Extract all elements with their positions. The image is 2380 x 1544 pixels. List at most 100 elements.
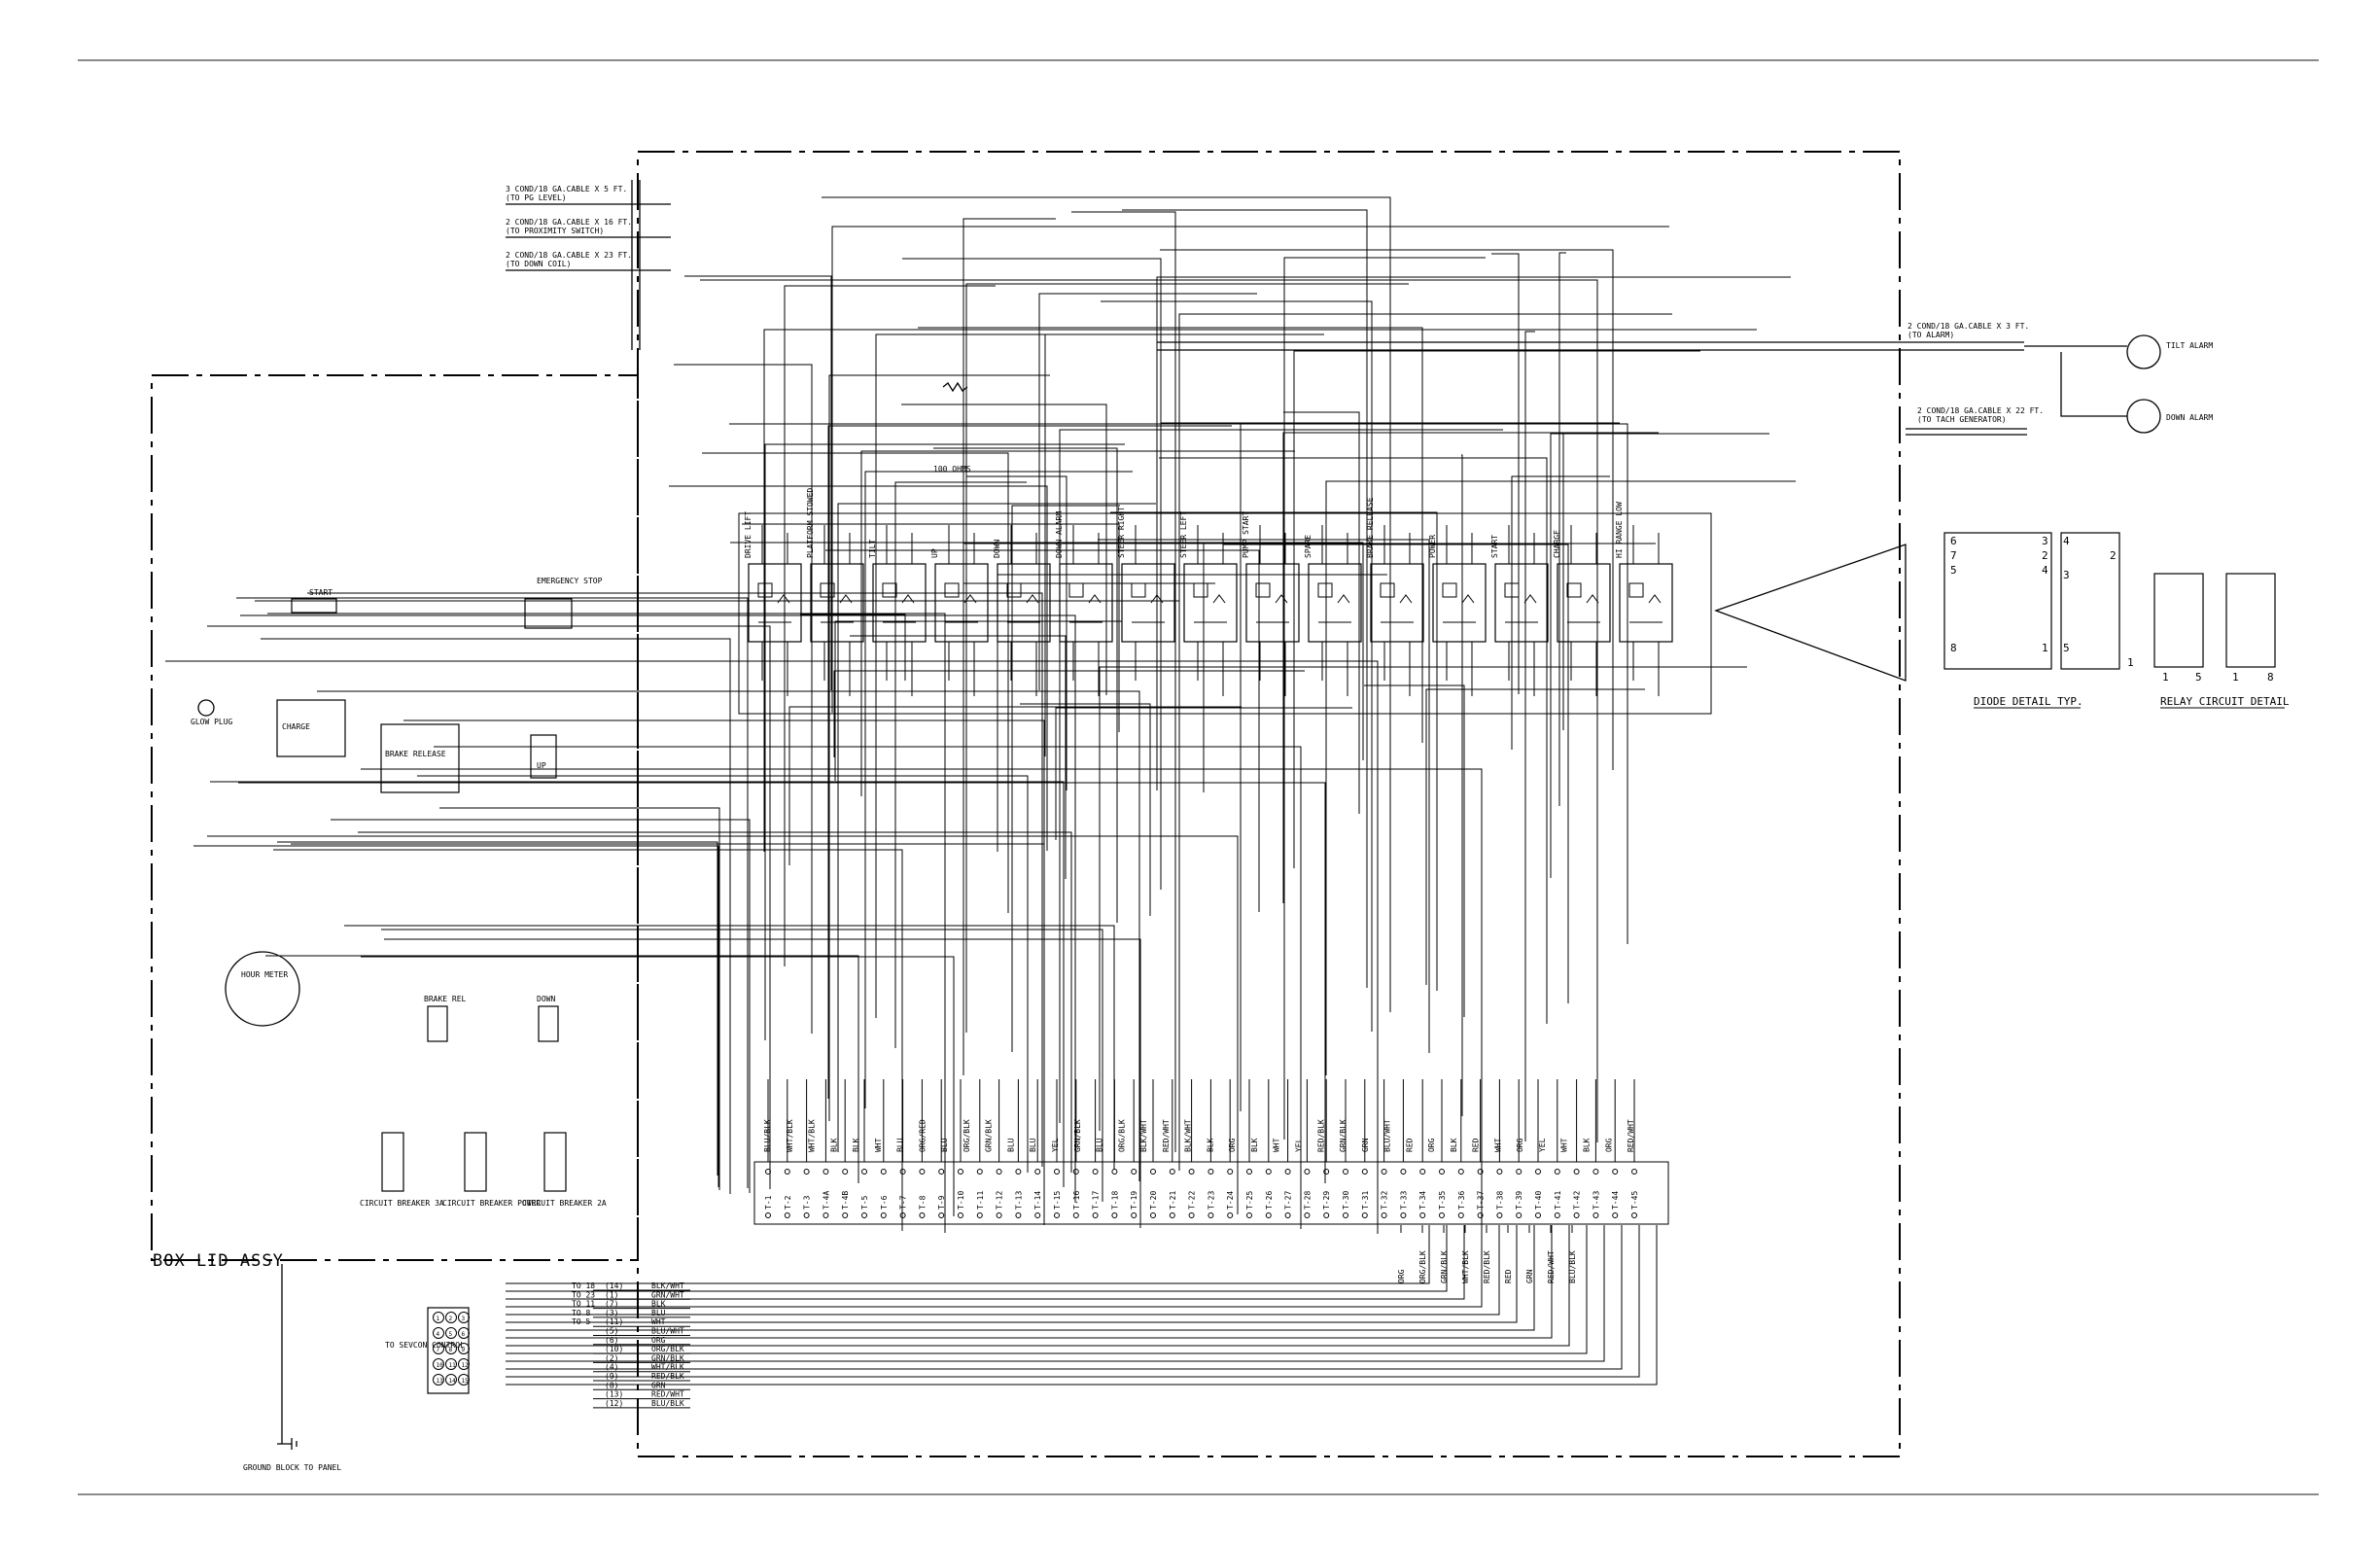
cable-3-line2: (TO DOWN COIL) [506, 260, 571, 268]
terminal-screw [1496, 1212, 1503, 1218]
pin-wire: BLU [651, 1309, 666, 1317]
relay-leads [1010, 525, 1037, 696]
wire [506, 1225, 1483, 1308]
wire [307, 592, 1043, 1167]
connector-pin [433, 1358, 444, 1370]
charge-relay [276, 699, 346, 757]
cable-leader-lines [506, 203, 671, 271]
terminal-wire-label: RED/BLK [1316, 1119, 1325, 1152]
relay [1432, 563, 1487, 643]
wire [837, 503, 1156, 1152]
wire [439, 807, 720, 1190]
diode-pin-label: 6 [1950, 535, 1957, 547]
wire [361, 768, 1483, 1226]
wire [1287, 432, 1564, 730]
pin-destination: TO 8 [572, 1309, 590, 1317]
connector-pin-number: 1 [437, 1316, 440, 1322]
connector-pin [445, 1358, 457, 1370]
relay-label: STEER LEFT [1179, 511, 1188, 558]
terminal-label: T-33 [1399, 1191, 1408, 1210]
terminal-wire-label: YEL [1294, 1138, 1303, 1152]
diode-detail-a [1943, 532, 2052, 670]
connector-pin-number: 5 [449, 1331, 453, 1338]
pin-number: (9) [605, 1372, 618, 1381]
terminal-screw [861, 1169, 867, 1175]
terminal-label: T-19 [1130, 1191, 1138, 1210]
terminal-screw [1111, 1169, 1118, 1175]
pin-number: (8) [605, 1381, 618, 1389]
terminal-screw [803, 1212, 810, 1218]
wire [506, 1225, 1570, 1347]
relay-pin-label: 1 [2232, 671, 2239, 684]
terminal-wire-label: RED [1472, 1138, 1481, 1152]
terminal-screw [938, 1212, 945, 1218]
breaker-power-label: CIRCUIT BREAKER POWER [442, 1199, 541, 1208]
relay-label: DRIVE LIFT [744, 511, 752, 558]
terminal-wire-label: GRN [1361, 1138, 1370, 1152]
connector-pin [445, 1312, 457, 1323]
terminal-screw [880, 1169, 887, 1175]
terminal-wire-label: RED [1504, 1269, 1513, 1283]
ground-icon [277, 1264, 298, 1450]
relay-detail-b [2225, 573, 2276, 668]
connector-pin-number: 14 [449, 1378, 457, 1385]
diode-pin-label: 4 [2063, 535, 2070, 547]
terminal-screw [919, 1212, 926, 1218]
wire [506, 1225, 1553, 1339]
terminal-label: T-34 [1418, 1191, 1427, 1210]
pin-wire: RED/WHT [651, 1390, 684, 1399]
terminal-screw [1304, 1169, 1311, 1175]
terminal-screw [1477, 1169, 1484, 1175]
wire [674, 364, 813, 1034]
wire [506, 1225, 1535, 1331]
terminal-screw [1015, 1212, 1022, 1218]
resistor-label: 100 OHMS [933, 465, 971, 474]
terminal-label: T-28 [1303, 1191, 1312, 1210]
relay [748, 563, 802, 643]
connector-pin-number: 13 [437, 1378, 444, 1385]
terminal-wire-label: ORG [1427, 1138, 1436, 1152]
terminal-screw [899, 1169, 906, 1175]
breaker-2a [543, 1132, 567, 1192]
wire [1283, 257, 1486, 1140]
connector-pin [458, 1374, 470, 1386]
terminal-wire-label: BLK [852, 1138, 860, 1152]
wire [434, 746, 1302, 1229]
wire [506, 1225, 1658, 1386]
wire [403, 719, 1045, 1202]
terminal-screw [958, 1212, 963, 1218]
wire [901, 404, 1107, 695]
diode-pin-label: 4 [2042, 564, 2048, 577]
terminal-label: T-2 [784, 1195, 792, 1210]
relay-label: BRAKE RELEASE [1366, 497, 1375, 558]
terminal-wire-label: BLK/WHT [1184, 1119, 1193, 1152]
wire [965, 283, 1409, 1033]
terminal-wire-label: BLU/BLK [1568, 1250, 1577, 1283]
diode-pin-label: 5 [2063, 642, 2070, 654]
diode-pin-label: 1 [2042, 642, 2048, 654]
alarms: TILT ALARM DOWN ALARM [2024, 334, 2213, 434]
wire [267, 613, 946, 1233]
circuit-breakers: CIRCUIT BREAKER 3A CIRCUIT BREAKER POWER… [360, 1132, 607, 1208]
terminal-label: T-9 [937, 1195, 946, 1210]
relay-label: POWER [1428, 535, 1437, 558]
terminal-screw [842, 1212, 849, 1218]
diode-pin-label: 2 [2042, 549, 2048, 562]
wire [1101, 300, 1373, 1032]
terminal-screw [1592, 1212, 1599, 1218]
terminal-wire-label: GRN [1525, 1269, 1534, 1283]
terminal-wire-label: BLK [1450, 1138, 1458, 1152]
relay-label: STEER RIGHT [1117, 507, 1126, 558]
terminal-label: T-31 [1361, 1191, 1370, 1210]
terminal-label: T-14 [1033, 1191, 1042, 1210]
wire [702, 452, 1009, 913]
relay [1494, 563, 1549, 643]
wire [384, 938, 1141, 1228]
glow-plug-icon [197, 699, 215, 717]
wire [1511, 475, 1610, 750]
detail-callout: DIODE DETAIL TYP. RELAY CIRCUIT DETAIL [1714, 532, 2290, 709]
pin-destination: TO 23 [572, 1290, 595, 1299]
connector-pin-number: 4 [437, 1331, 440, 1338]
terminal-wire-label: BLU [1096, 1138, 1104, 1152]
